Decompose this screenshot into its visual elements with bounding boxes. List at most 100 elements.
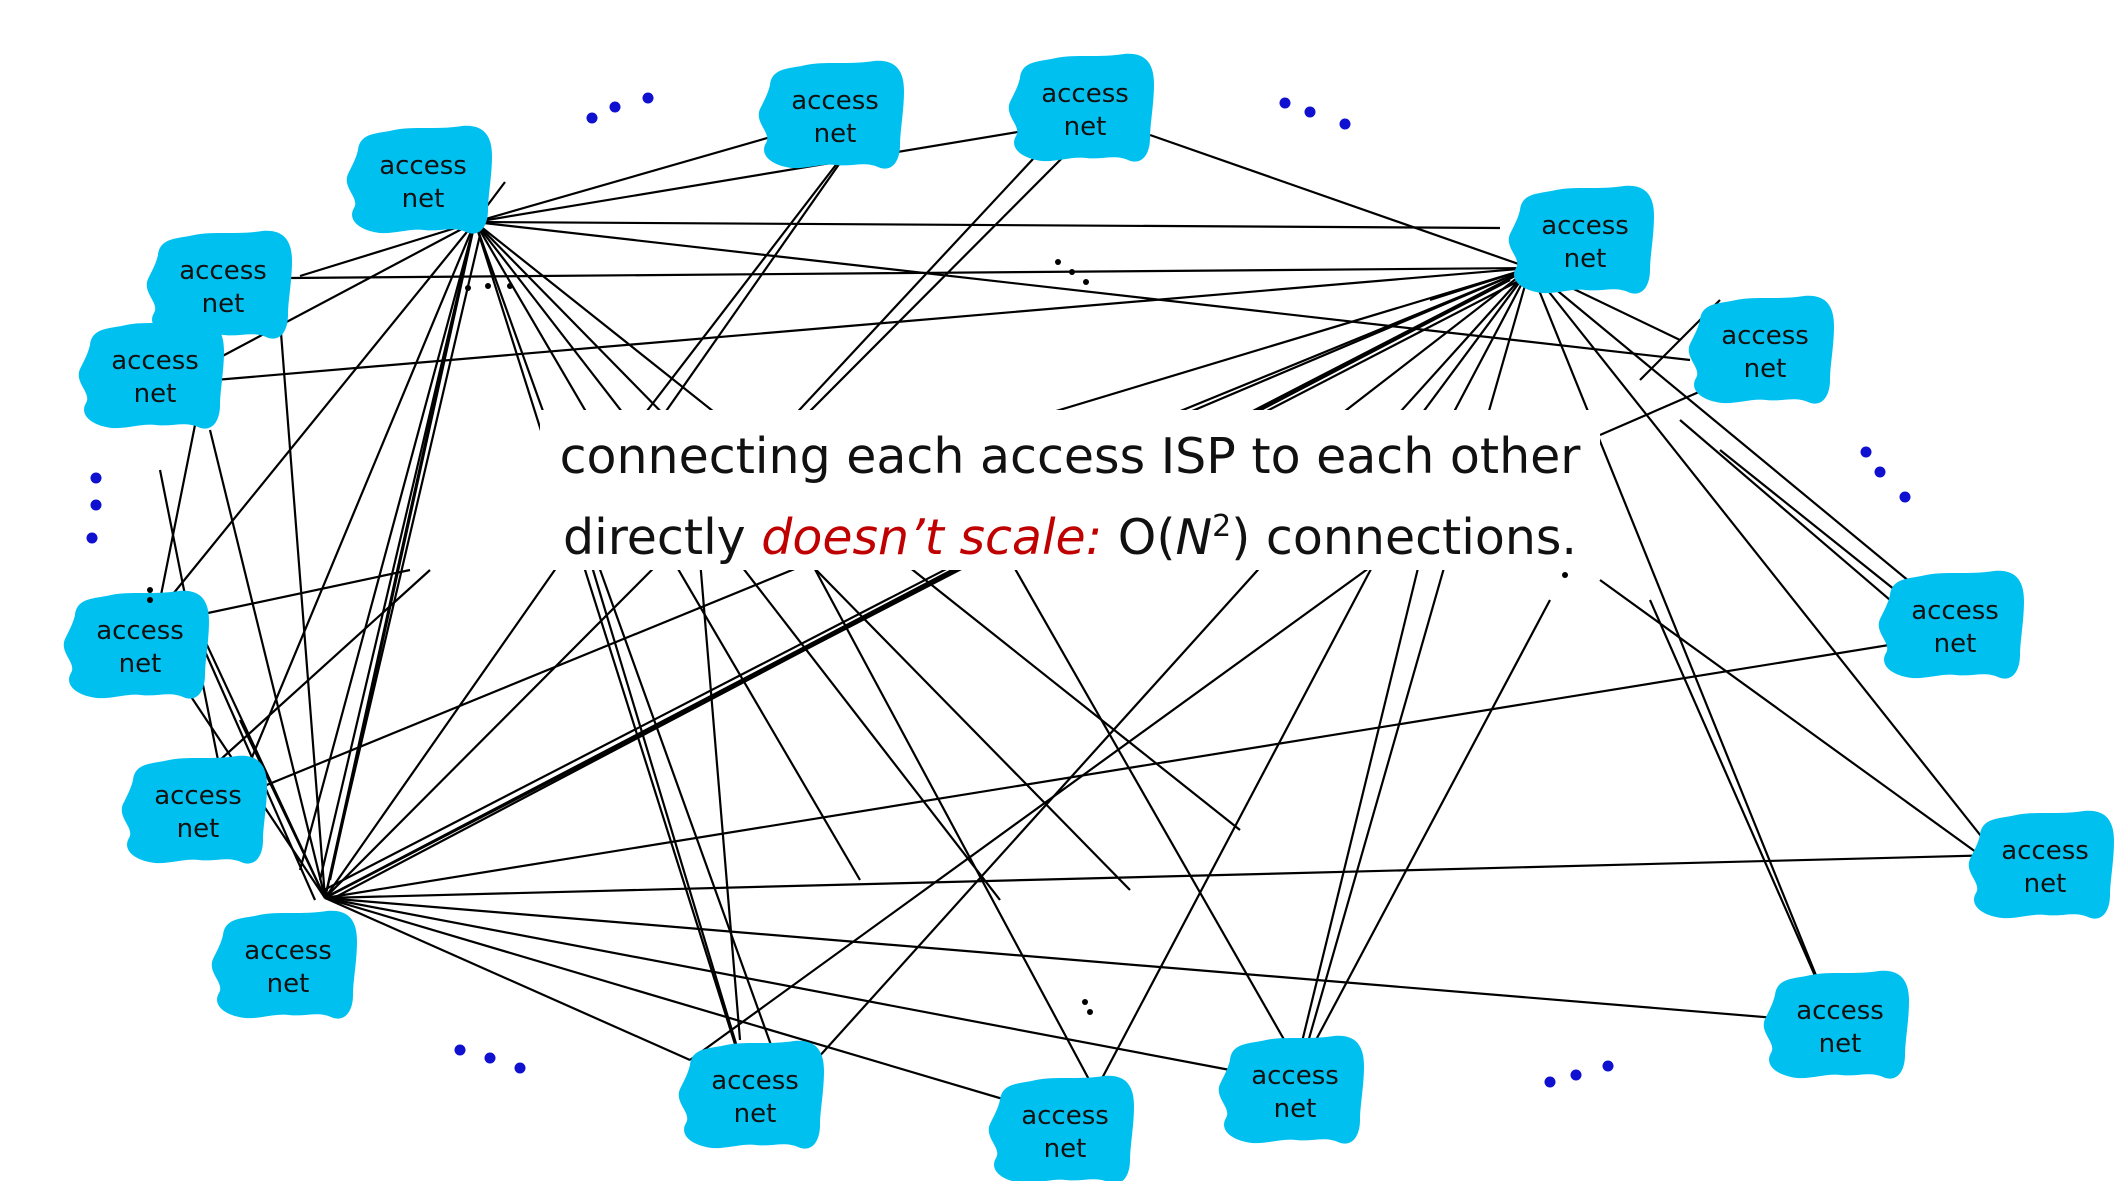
ellipsis-dots-icon bbox=[454, 1044, 466, 1056]
connection-line bbox=[159, 221, 476, 611]
connection-line bbox=[1298, 267, 1532, 1071]
connection-line bbox=[214, 221, 476, 361]
connection-line bbox=[324, 896, 691, 1062]
cloud-label-line-1: access bbox=[179, 256, 267, 286]
small-dot-icon bbox=[147, 587, 153, 593]
ellipsis-dots-icon bbox=[86, 532, 98, 544]
connection-line bbox=[1648, 599, 1832, 1011]
cloud-label-line-1: access bbox=[96, 616, 184, 646]
ellipsis-dots-icon bbox=[642, 92, 654, 104]
cloud-label-line-1: access bbox=[379, 151, 467, 181]
connection-line bbox=[1529, 267, 1951, 616]
connection-line bbox=[174, 568, 411, 622]
cloud-label-line-1: access bbox=[154, 781, 242, 811]
connection-line bbox=[1719, 449, 1921, 611]
small-dot-icon bbox=[1087, 1009, 1093, 1015]
small-dot-icon bbox=[485, 283, 491, 289]
ellipsis-dots-icon bbox=[609, 101, 621, 113]
connection-line bbox=[1599, 579, 1981, 856]
cloud-label-line-1: access bbox=[1021, 1101, 1109, 1131]
cloud-label-line-2: net bbox=[1744, 354, 1787, 384]
cloud-label-line-1: access bbox=[1541, 211, 1629, 241]
connection-line bbox=[158, 399, 202, 601]
cloud-label-line-2: net bbox=[267, 969, 310, 999]
ellipsis-dots-icon bbox=[1602, 1060, 1614, 1072]
caption-line-2: directly doesn’t scale: O(N2) connection… bbox=[540, 492, 1600, 573]
connection-line bbox=[474, 220, 1501, 230]
ellipsis-dots-icon bbox=[1339, 118, 1351, 130]
ellipsis-dots-icon bbox=[90, 472, 102, 484]
connection-line bbox=[298, 221, 477, 871]
connection-line bbox=[324, 853, 2001, 900]
caption-line-2-suffix: ) connections. bbox=[1231, 509, 1578, 566]
connection-line bbox=[1149, 133, 1531, 270]
connection-line bbox=[319, 267, 1531, 893]
cloud-label-line-2: net bbox=[134, 379, 177, 409]
small-dot-icon bbox=[507, 283, 513, 289]
connection-line bbox=[289, 266, 1531, 280]
connection-line bbox=[324, 274, 1531, 899]
caption-text-box: connecting each access ISP to each other… bbox=[540, 410, 1600, 570]
cloud-label-line-2: net bbox=[2024, 869, 2067, 899]
cloud-label-line-2: net bbox=[177, 814, 220, 844]
cloud-label-line-2: net bbox=[1274, 1094, 1317, 1124]
cloud-label-line-2: net bbox=[1819, 1029, 1862, 1059]
connection-line bbox=[789, 129, 1061, 421]
small-dot-icon bbox=[465, 285, 471, 291]
cloud-label-line-2: net bbox=[1044, 1134, 1087, 1164]
connection-line bbox=[473, 221, 782, 1071]
ellipsis-dots-icon bbox=[90, 499, 102, 511]
caption-emphasis: doesn’t scale: bbox=[761, 509, 1103, 566]
connection-line bbox=[239, 719, 326, 899]
cloud-label-line-1: access bbox=[111, 346, 199, 376]
cloud-label-line-1: access bbox=[1251, 1061, 1339, 1091]
cloud-label-line-1: access bbox=[1911, 596, 1999, 626]
connection-line bbox=[474, 220, 1691, 362]
connection-line bbox=[1009, 559, 1291, 1051]
cloud-label-line-2: net bbox=[1934, 629, 1977, 659]
small-dot-icon bbox=[1069, 269, 1075, 275]
cloud-label-line-2: net bbox=[119, 649, 162, 679]
connection-line bbox=[278, 319, 327, 899]
ellipsis-dots-icon bbox=[1899, 491, 1911, 503]
connection-line bbox=[779, 267, 1531, 1101]
connection-line bbox=[324, 896, 1801, 1022]
cloud-label-line-1: access bbox=[1721, 321, 1809, 351]
caption-line-1: connecting each access ISP to each other bbox=[559, 428, 1581, 485]
caption-line-2-prefix: directly bbox=[562, 509, 762, 566]
ellipsis-dots-icon bbox=[1860, 446, 1872, 458]
ellipsis-dots bbox=[86, 92, 1911, 1088]
connection-line bbox=[323, 239, 472, 899]
connection-line bbox=[324, 638, 1921, 900]
connection-line bbox=[1529, 267, 2001, 861]
connection-line bbox=[809, 559, 1101, 1101]
connection-line bbox=[214, 266, 1531, 382]
small-dot-icon bbox=[1055, 259, 1061, 265]
caption-big-o: O( bbox=[1102, 509, 1176, 566]
cloud-label-line-1: access bbox=[791, 86, 879, 116]
cloud-label-line-1: access bbox=[1796, 996, 1884, 1026]
connection-line bbox=[208, 429, 327, 899]
ellipsis-dots-icon bbox=[514, 1062, 526, 1074]
connection-line bbox=[639, 139, 856, 421]
ellipsis-dots-icon bbox=[1279, 97, 1291, 109]
small-dot-icon bbox=[1083, 279, 1089, 285]
small-dot-icon bbox=[1082, 999, 1088, 1005]
cloud-label-line-1: access bbox=[244, 936, 332, 966]
cloud-label-line-1: access bbox=[711, 1066, 799, 1096]
cloud-label-line-1: access bbox=[2001, 836, 2089, 866]
ellipsis-dots-icon bbox=[1544, 1076, 1556, 1088]
connection-line bbox=[588, 559, 752, 1091]
ellipsis-dots-icon bbox=[1570, 1069, 1582, 1081]
ellipsis-dots-icon bbox=[1874, 466, 1886, 478]
